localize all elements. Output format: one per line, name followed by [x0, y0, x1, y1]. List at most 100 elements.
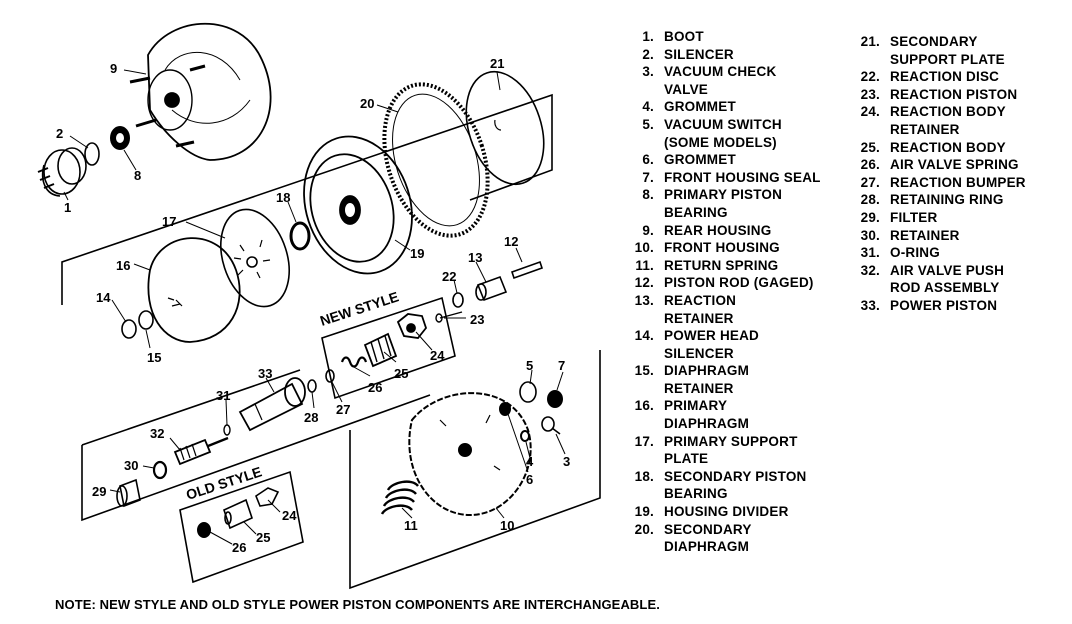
legend-item: 5.VACUUM SWITCH (SOME MODELS): [616, 116, 821, 151]
legend-item: 30.RETAINER: [842, 227, 1026, 245]
callout-25-new: 25: [394, 366, 408, 381]
legend-item-number: 1.: [642, 29, 654, 44]
legend-item: 20.SECONDARY DIAPHRAGM: [616, 521, 821, 556]
legend-item: 1.BOOT: [616, 28, 821, 46]
retaining-ring-part: [307, 379, 317, 393]
legend-item-text: PRIMARY PISTON BEARING: [664, 187, 783, 220]
legend-item-number: 28.: [860, 192, 880, 208]
callout-19: 19: [410, 246, 424, 261]
callout-15: 15: [147, 350, 161, 365]
legend-item: 23. REACTION PISTON: [842, 86, 1026, 104]
legend-item-number: 13.: [634, 292, 654, 308]
reaction-piston-part: [435, 311, 463, 323]
old-style-box: [179, 470, 304, 584]
legend-item-number: 21.: [860, 34, 880, 49]
legend-item: 31.O-RING: [842, 244, 1026, 262]
callout-26-old: 26: [232, 540, 246, 555]
lower-left-frame: [81, 369, 431, 522]
callout-3: 3: [563, 454, 570, 469]
legend-item-text: AIR VALVE PUSH ROD ASSEMBLY: [890, 262, 1005, 296]
legend-item-text: HOUSING DIVIDER: [664, 504, 789, 520]
legend-item-number: 9.: [642, 222, 654, 238]
legend-item-text: PRIMARY SUPPORT PLATE: [664, 433, 798, 467]
callout-32: 32: [150, 426, 164, 441]
silencer-part: [84, 142, 100, 166]
boot-part: [37, 147, 87, 197]
air-valve-spring-old-part: [197, 522, 211, 538]
legend-item: 18. SECONDARY PISTON BEARING: [616, 468, 821, 503]
legend-item-text: PRIMARY DIAPHRAGM: [664, 398, 750, 432]
legend-item-number: 17.: [634, 433, 654, 449]
legend-item: 25.REACTION BODY: [842, 139, 1026, 157]
legend-item-text: GROMMET: [664, 152, 736, 168]
legend-item-text: AIR VALVE SPRING: [890, 157, 1019, 173]
legend-item-text: SECONDARY PISTON BEARING: [664, 468, 807, 502]
reaction-bumper-part: [325, 369, 335, 383]
legend-item-text: REACTION PISTON: [890, 86, 1018, 102]
leader-lines: [63, 69, 566, 545]
legend-item-number: 32.: [860, 262, 880, 278]
legend-item-number: 23.: [860, 86, 880, 102]
legend-item-number: 11.: [635, 257, 654, 273]
callout-18: 18: [276, 190, 290, 205]
legend-item-text: REACTION RETAINER: [664, 292, 737, 326]
front-housing-seal-part: [547, 390, 563, 408]
legend-item-text: FRONT HOUSING SEAL: [664, 169, 821, 185]
legend-item: 9. REAR HOUSING: [616, 222, 821, 240]
legend-item-text: REACTION BODY: [890, 139, 1006, 155]
legend-item-text: SECONDARY SUPPORT PLATE: [890, 34, 1005, 67]
legend-item: 12.PISTON ROD (GAGED): [616, 274, 821, 292]
legend-item-number: 18.: [634, 468, 654, 484]
callout-33: 33: [258, 366, 272, 381]
legend-item-text: REAR HOUSING: [664, 222, 772, 238]
new-style-label: NEW STYLE: [318, 288, 401, 328]
power-piston-part: [238, 377, 306, 432]
power-head-silencer-part: [121, 319, 137, 339]
legend-item-text: SECONDARY DIAPHRAGM: [664, 521, 752, 555]
rear-housing-part: [129, 22, 272, 161]
callout-23: 23: [470, 312, 484, 327]
legend-item-number: 4.: [642, 99, 654, 115]
legend-item: 15.DIAPHRAGM RETAINER: [616, 362, 821, 397]
primary-diaphragm-part: [147, 237, 241, 343]
callout-31: 31: [216, 388, 230, 403]
callout-24-old: 24: [282, 508, 297, 523]
legend-item-number: 16.: [634, 398, 654, 414]
legend-item-number: 30.: [860, 227, 880, 243]
piston-rod-part: [510, 260, 544, 280]
reaction-body-old-part: [223, 498, 253, 530]
legend-item: 29.FILTER: [842, 209, 1026, 227]
callout-17: 17: [162, 214, 176, 229]
diaphragm-retainer-part: [138, 310, 154, 330]
callout-16: 16: [116, 258, 130, 273]
return-spring-part: [380, 480, 419, 515]
legend-item: 32. AIR VALVE PUSH ROD ASSEMBLY: [842, 262, 1026, 297]
legend-item: 16. PRIMARY DIAPHRAGM: [616, 397, 821, 432]
legend-item: 28.RETAINING RING: [842, 191, 1026, 209]
o-ring-part: [223, 424, 231, 436]
legend-item-text: REACTION BUMPER: [890, 174, 1026, 190]
legend-item-text: GROMMET: [664, 99, 736, 115]
legend-item: 14.POWER HEAD SILENCER: [616, 327, 821, 362]
legend-item-number: 24.: [860, 104, 880, 120]
legend-item-number: 12.: [634, 275, 654, 291]
secondary-diaphragm-part: [382, 82, 490, 238]
primary-support-plate-part: [220, 208, 290, 308]
vacuum-switch-part: [519, 381, 537, 403]
callout-11: 11: [404, 518, 418, 533]
reaction-body-retainer-old-part: [255, 487, 280, 507]
legend-item: 24.REACTION BODY RETAINER: [842, 103, 1026, 138]
grommet-6-part: [499, 402, 511, 416]
lower-group-frame: [349, 350, 601, 590]
legend-item: 2.SILENCER: [616, 46, 821, 64]
callout-28: 28: [304, 410, 318, 425]
callout-12: 12: [504, 234, 518, 249]
callout-1: 1: [64, 200, 71, 215]
legend-item: 33.POWER PISTON: [842, 297, 1026, 315]
legend-item-text: VACUUM SWITCH (SOME MODELS): [664, 116, 782, 150]
legend-item-text: POWER PISTON: [890, 297, 998, 313]
legend-item-text: DIAPHRAGM RETAINER: [664, 363, 750, 396]
callout-5: 5: [526, 358, 533, 373]
